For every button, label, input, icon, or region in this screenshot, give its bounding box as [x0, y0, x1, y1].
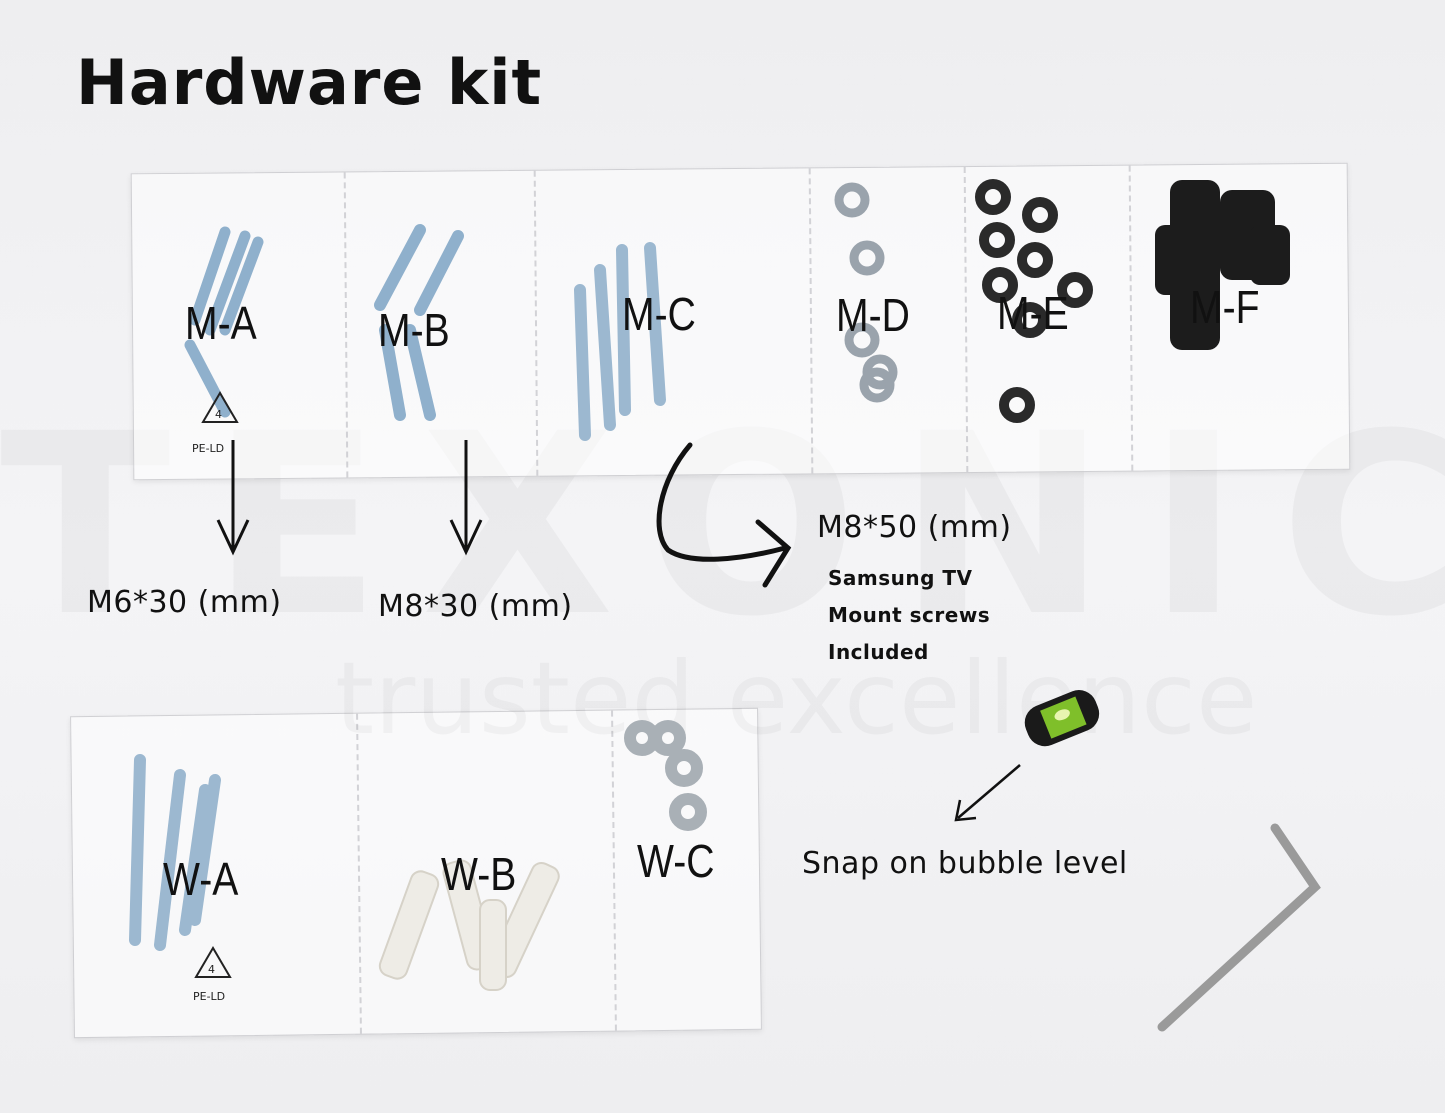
bubble-level-icon — [1024, 690, 1100, 747]
m-b-size-label: M8*30 (mm) — [378, 589, 573, 624]
arrow-m-a-icon — [216, 440, 250, 556]
arrow-m-b-icon — [449, 440, 483, 556]
m-f-spacers-icon — [1155, 180, 1290, 350]
recycle-code: 4 — [208, 963, 215, 976]
m-a-size-label: M6*30 (mm) — [87, 585, 282, 620]
w-c-washers-icon — [624, 720, 707, 831]
bag-label-m-c: M-C — [622, 288, 696, 340]
recycle-code: 4 — [215, 408, 222, 421]
bag-label-m-b: M-B — [378, 304, 450, 356]
m-b-screws-icon — [374, 224, 464, 421]
recycle-text: PE-LD — [193, 990, 225, 1003]
w-b-anchors-icon — [378, 859, 560, 991]
w-a-screws-icon — [129, 754, 221, 951]
bag-label-w-b: W-B — [441, 848, 517, 900]
page-title: Hardware kit — [76, 46, 543, 119]
bag-label-m-f: M-F — [1190, 281, 1260, 333]
bag-label-m-a: M-A — [185, 297, 257, 349]
bag-label-m-e: M-E — [997, 287, 1069, 339]
m-e-spacers-icon — [975, 179, 1093, 423]
curved-arrow-m-c-icon — [656, 442, 792, 588]
allen-key-icon — [1157, 823, 1321, 1032]
m-c-note-line-1: Samsung TV — [828, 566, 973, 590]
bag-label-m-d: M-D — [836, 289, 910, 341]
m-c-size-label: M8*50 (mm) — [817, 510, 1012, 545]
m-c-screws-icon — [574, 242, 666, 441]
bag-label-w-c: W-C — [637, 835, 715, 887]
recycle-text: PE-LD — [192, 442, 224, 455]
arrow-level-icon — [954, 764, 1021, 822]
recycle-icon — [194, 391, 239, 978]
m-a-screws-icon — [184, 226, 264, 418]
m-c-note-line-3: Included — [828, 640, 929, 664]
m-d-washers-icon — [834, 182, 898, 403]
m-c-note-line-2: Mount screws — [828, 603, 991, 627]
bag-label-w-a: W-A — [163, 853, 239, 905]
bubble-level-label: Snap on bubble level — [802, 846, 1128, 881]
